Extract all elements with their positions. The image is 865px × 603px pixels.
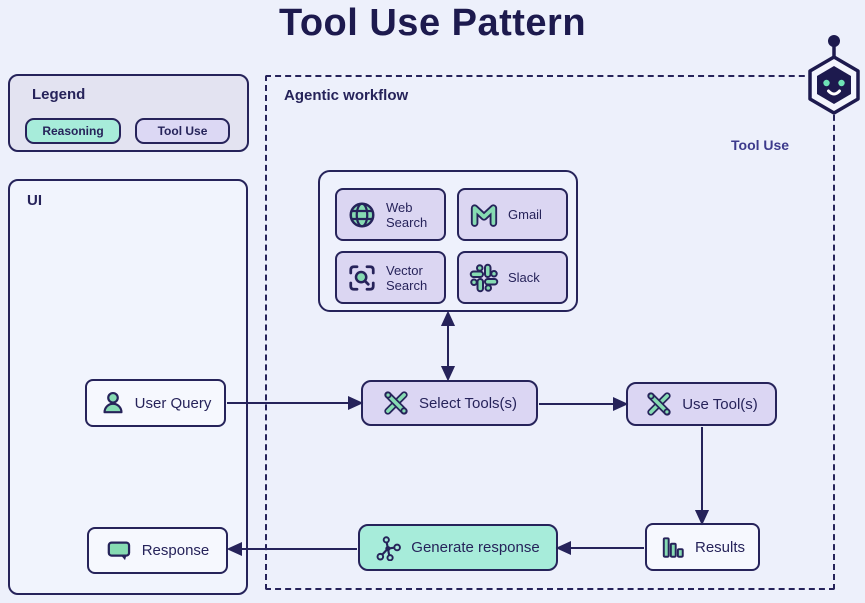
- node-response[interactable]: Response: [87, 527, 228, 574]
- slack-icon: [469, 263, 499, 292]
- legend-title: Legend: [32, 86, 86, 103]
- graph-nodes-icon: [376, 535, 402, 561]
- tool-card-label: Vector Search: [386, 262, 428, 293]
- tool-card-label: Web Search: [386, 199, 428, 230]
- tool-card-label: Slack: [508, 270, 540, 285]
- pattern-label: Tool Use: [731, 137, 790, 153]
- node-results[interactable]: Results: [645, 523, 760, 571]
- legend-panel: Legend Reasoning Tool Use: [8, 74, 249, 152]
- vector-search-icon: [349, 264, 375, 291]
- bar-chart-icon: [662, 537, 684, 558]
- node-generate-response[interactable]: Generate response: [358, 524, 558, 571]
- node-label: Use Tool(s): [682, 395, 758, 413]
- robot-icon: [808, 35, 860, 115]
- node-label: Generate response: [411, 539, 540, 556]
- legend-chip-tool-use: Tool Use: [135, 118, 230, 144]
- node-use-tools[interactable]: Use Tool(s): [626, 382, 777, 426]
- gmail-icon: [470, 203, 498, 227]
- node-label: Select Tools(s): [418, 394, 518, 412]
- node-label: User Query: [134, 394, 212, 412]
- agentic-workflow-title: Agentic workflow: [284, 87, 409, 104]
- tool-card-vector-search[interactable]: Vector Search: [335, 251, 446, 304]
- user-icon: [103, 391, 123, 414]
- globe-icon: [349, 202, 375, 227]
- tools-panel: Web Search Gmail Vector Search: [318, 170, 578, 312]
- agentic-workflow-panel: Agentic workflow: [265, 75, 835, 590]
- crossed-tools-icon: [647, 392, 671, 416]
- node-select-tools[interactable]: Select Tools(s): [361, 380, 538, 426]
- tool-card-gmail[interactable]: Gmail: [457, 188, 568, 241]
- node-user-query[interactable]: User Query: [85, 379, 226, 427]
- page-title: Tool Use Pattern: [278, 2, 587, 44]
- node-label: Response: [141, 542, 210, 559]
- tool-card-label: Gmail: [508, 207, 542, 222]
- speech-bubble-icon: [107, 541, 130, 561]
- node-label: Results: [694, 538, 746, 556]
- tool-card-slack[interactable]: Slack: [457, 251, 568, 304]
- tool-card-web-search[interactable]: Web Search: [335, 188, 446, 241]
- ui-panel-title: UI: [27, 192, 42, 209]
- legend-chip-reasoning: Reasoning: [25, 118, 121, 144]
- crossed-tools-icon: [384, 391, 408, 415]
